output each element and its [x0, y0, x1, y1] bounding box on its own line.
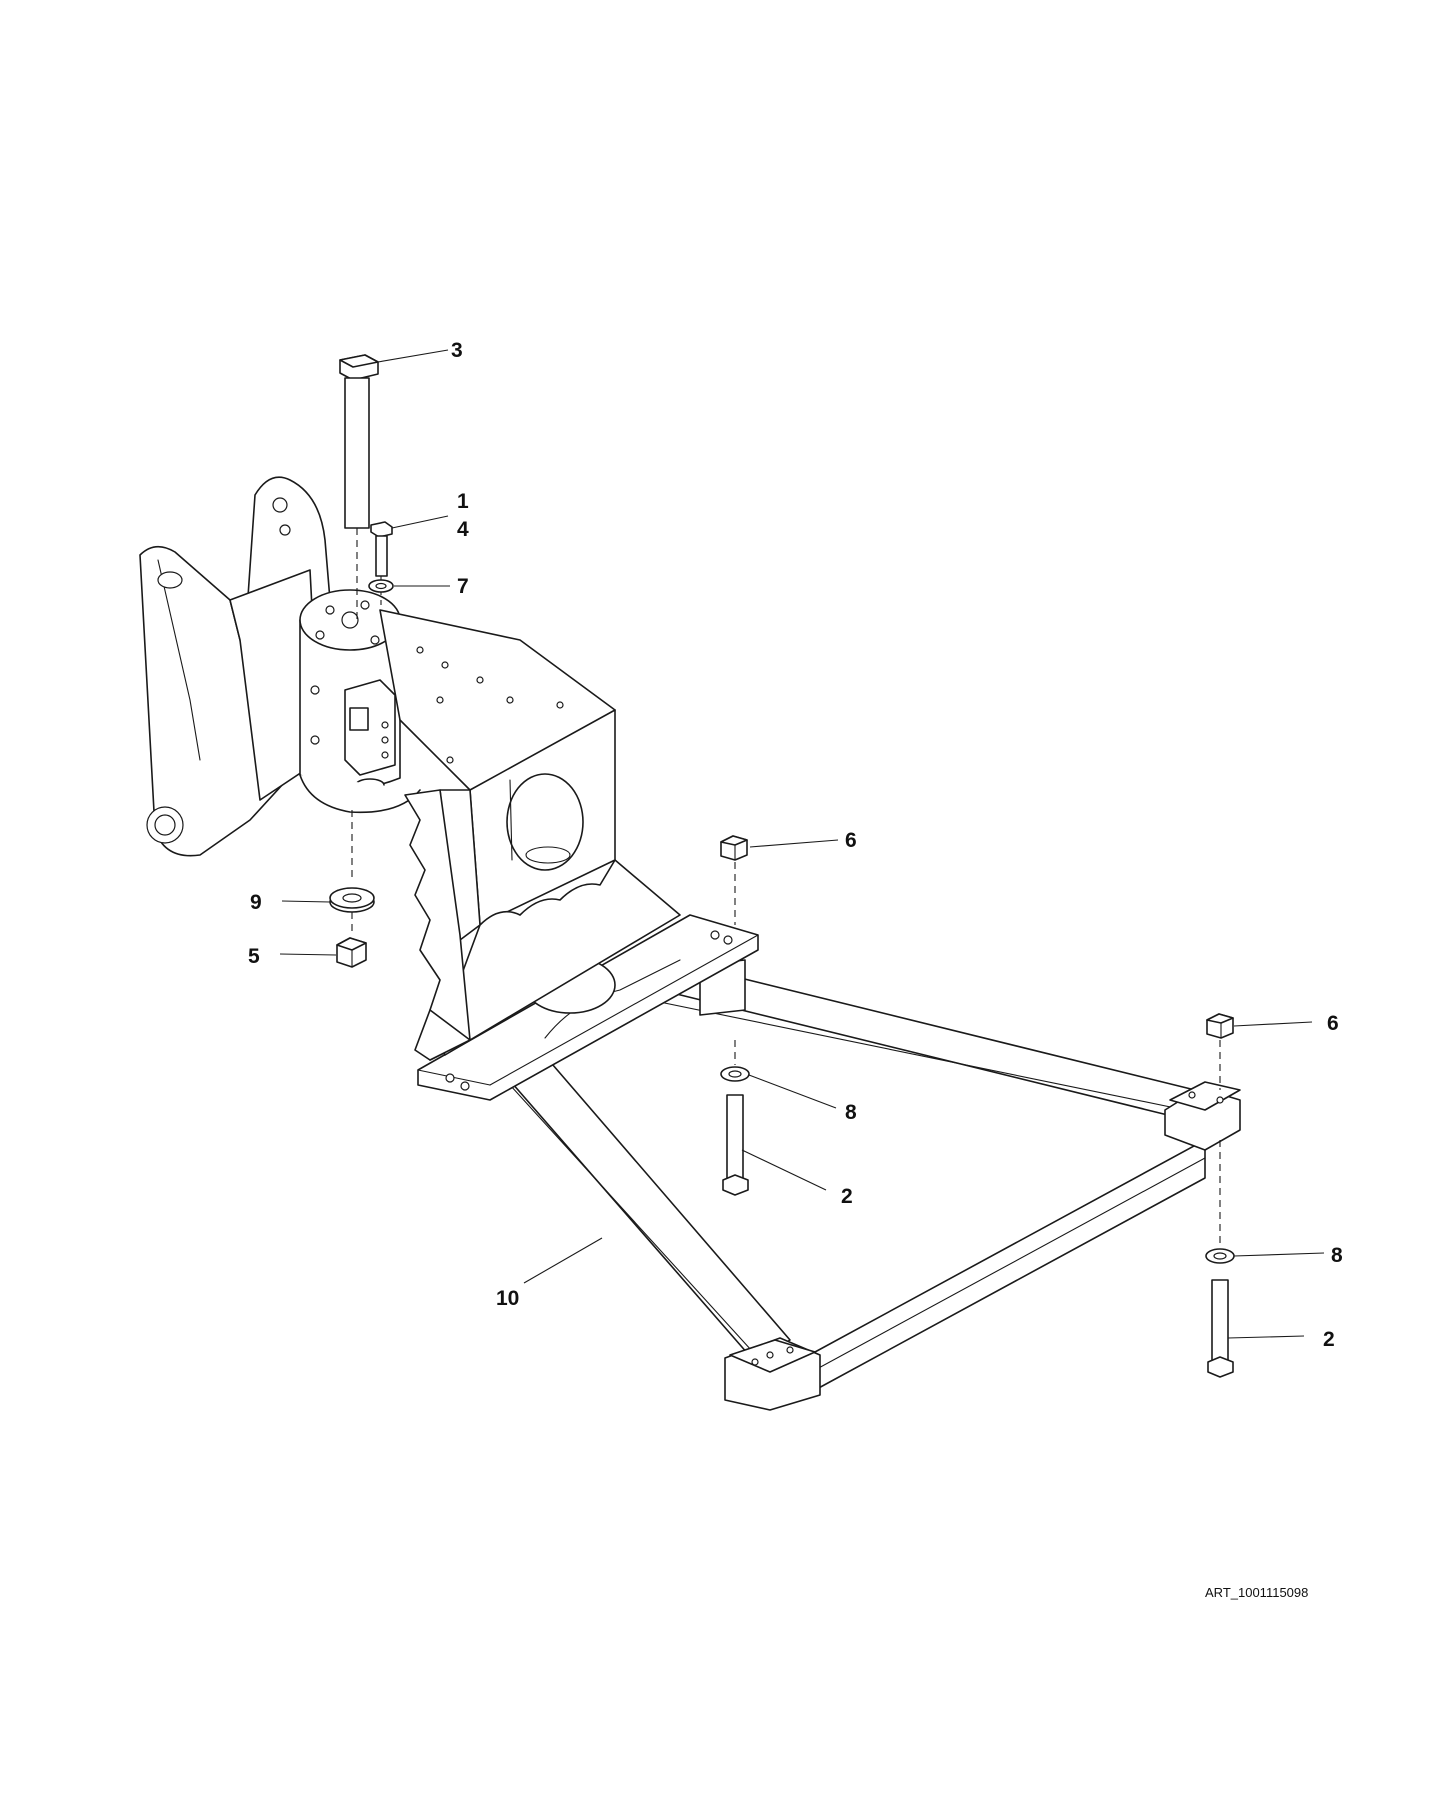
callout-8-bracket: 8	[1331, 1244, 1343, 1267]
bracket-nut	[1206, 1013, 1234, 1039]
art-reference: ART_1001115098	[1205, 1585, 1308, 1600]
small-washer	[368, 579, 394, 593]
a-frame-axle	[504, 959, 1241, 1411]
callout-2-bracket: 2	[1323, 1328, 1335, 1351]
callout-10: 10	[496, 1287, 519, 1310]
callout-1: 1	[457, 490, 469, 513]
callout-4: 4	[457, 518, 469, 541]
leader-lines	[279, 349, 1325, 1339]
callout-3: 3	[451, 339, 463, 362]
main-pivot-body	[139, 476, 681, 1061]
plate-bolt	[722, 1094, 749, 1196]
callout-5: 5	[248, 945, 260, 968]
plate-washer	[720, 1066, 750, 1082]
callout-9: 9	[250, 891, 262, 914]
turret-washer	[329, 887, 375, 913]
callout-7: 7	[457, 575, 469, 598]
callout-2-plate: 2	[841, 1185, 853, 1208]
bracket-bolt	[1207, 1279, 1234, 1378]
small-bolt	[370, 521, 393, 577]
callout-6-plate: 6	[845, 829, 857, 852]
bracket-washer	[1205, 1248, 1235, 1264]
long-bolt	[339, 354, 379, 529]
plate-nut	[720, 835, 748, 861]
callout-8-plate: 8	[845, 1101, 857, 1124]
turret-nut	[336, 937, 367, 968]
callout-6-bracket: 6	[1327, 1012, 1339, 1035]
